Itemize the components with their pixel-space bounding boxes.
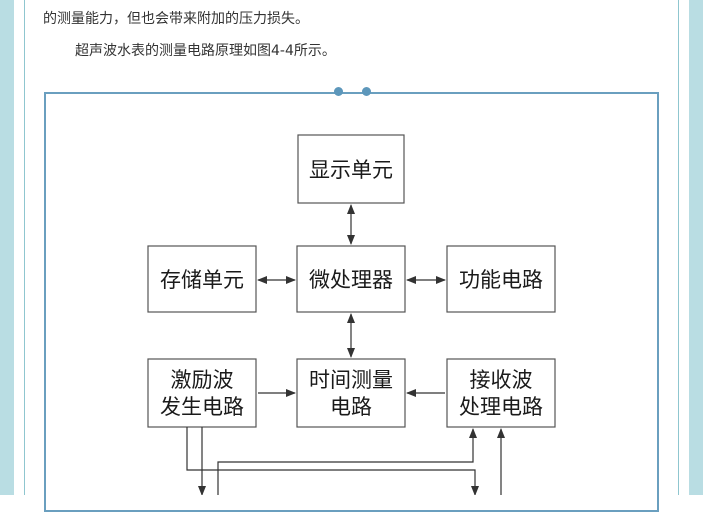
excitation-label-line1: 激励波: [171, 368, 234, 392]
left-side-band: [0, 0, 14, 495]
circuit-diagram: 显示单元 微处理器 存储单元 功能电路 激励波 发生电路 时间测量 电路 接收波…: [147, 134, 556, 495]
excitation-cross-line: [186, 427, 479, 495]
timing-label-line2: 电路: [330, 395, 372, 419]
storage-unit-label: 存储单元: [160, 268, 244, 292]
receiver-circuit-box: [446, 358, 556, 428]
right-side-band: [689, 0, 703, 495]
excitation-circuit-box: [147, 358, 257, 428]
frame-dot-right: [362, 87, 371, 96]
receiver-return-line-left: [217, 428, 477, 495]
paragraph-tail-text: 的测量能力，但也会带来附加的压力损失。: [43, 11, 309, 27]
microprocessor-label: 微处理器: [309, 268, 393, 292]
microprocessor-box: [296, 245, 406, 313]
right-border-line: [678, 0, 679, 495]
function-circuit-label: 功能电路: [459, 268, 543, 292]
timing-circuit-box: [296, 358, 406, 428]
display-unit-label: 显示单元: [309, 158, 393, 182]
timing-label-line1: 时间测量: [309, 368, 393, 392]
receiver-label-line1: 接收波: [470, 368, 533, 392]
display-unit-box: [297, 134, 405, 204]
frame-dot-left: [334, 87, 343, 96]
function-circuit-box: [446, 245, 556, 313]
excitation-label-line2: 发生电路: [160, 395, 244, 419]
receiver-label-line2: 处理电路: [459, 395, 543, 419]
left-border-line: [24, 0, 25, 495]
paragraph-intro-text: 超声波水表的测量电路原理如图4-4所示。: [75, 43, 336, 59]
storage-unit-box: [147, 245, 257, 313]
